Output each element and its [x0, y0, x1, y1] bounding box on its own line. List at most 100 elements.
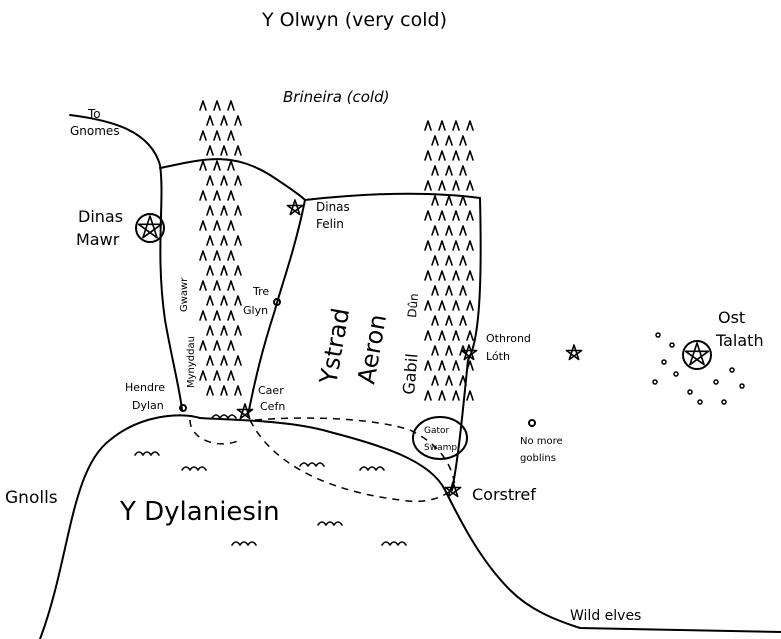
mountain-icon	[220, 145, 228, 156]
mountain-icon	[438, 150, 446, 161]
mountain-icon	[452, 240, 460, 251]
mountain-icon	[227, 370, 235, 381]
mountain-icon	[220, 265, 228, 276]
mountain-icon	[445, 165, 453, 176]
mountain-icon	[431, 255, 439, 266]
sea-waves	[134, 414, 407, 546]
mountain-icon	[220, 325, 228, 336]
label-cefn: Cefn	[260, 400, 285, 413]
mountain-icon	[431, 315, 439, 326]
label-tre-glyn-2: Glyn	[243, 304, 268, 317]
label-y-dylaniesin: Y Dylaniesin	[119, 497, 280, 527]
mountain-icon	[424, 150, 432, 161]
mountain-icon	[466, 270, 474, 281]
pentagram-circle	[682, 340, 712, 370]
label-gwawr: Gwawr	[179, 277, 190, 312]
mountain-icon	[459, 165, 467, 176]
mountain-icon	[431, 135, 439, 146]
wave-icon	[381, 541, 407, 546]
wave-icon	[299, 462, 325, 467]
label-dinas-felin-2: Felin	[316, 217, 344, 231]
label-y-olwyn: Y Olwyn (very cold)	[261, 9, 447, 31]
mountain-icon	[438, 210, 446, 221]
mountain-icon	[206, 175, 214, 186]
mountain-icon	[466, 120, 474, 131]
mountain-icon	[424, 390, 432, 401]
border-north	[159, 158, 481, 201]
mountain-icon	[206, 205, 214, 216]
mountain-icon	[227, 280, 235, 291]
mountain-icon	[459, 315, 467, 326]
mountains-east	[424, 120, 474, 401]
mountain-icon	[424, 180, 432, 191]
mountain-icon	[424, 360, 432, 371]
mountain-icon	[459, 345, 467, 356]
wave-icon	[317, 521, 343, 526]
wave-icon	[134, 451, 160, 456]
mountain-icon	[206, 355, 214, 366]
mountain-icon	[227, 340, 235, 351]
mountain-icon	[452, 150, 460, 161]
pentagram-icon	[137, 215, 163, 239]
mountain-icon	[452, 210, 460, 221]
mountain-icon	[227, 250, 235, 261]
label-tre-glyn: Tre	[252, 285, 269, 298]
star-icon	[236, 403, 254, 420]
mountain-icon	[206, 295, 214, 306]
mountain-icon	[466, 210, 474, 221]
mountain-icon	[199, 340, 207, 351]
coastline	[39, 414, 781, 639]
label-swamp: Swamp	[424, 443, 457, 453]
mountain-icon	[227, 310, 235, 321]
mountain-icon	[206, 235, 214, 246]
mountain-icon	[227, 100, 235, 111]
town-icon	[179, 404, 187, 412]
mountain-icon	[234, 295, 242, 306]
mountain-icon	[431, 345, 439, 356]
pentagram-circle	[135, 213, 165, 243]
wave-icon	[211, 414, 237, 419]
mountain-icon	[199, 370, 207, 381]
mountain-icon	[206, 115, 214, 126]
label-dinas-mawr-2: Mawr	[76, 230, 120, 249]
mountain-icon	[199, 310, 207, 321]
road-south	[189, 419, 453, 502]
star-icon	[444, 481, 462, 498]
mountain-icon	[445, 345, 453, 356]
label-mynyddau: Mynyddau	[186, 336, 197, 388]
label-gnolls: Gnolls	[5, 488, 58, 508]
mountain-icon	[234, 355, 242, 366]
mountain-icon	[424, 210, 432, 221]
mountain-icon	[227, 160, 235, 171]
label-wild-elves: Wild elves	[570, 608, 641, 624]
mountain-icon	[438, 180, 446, 191]
mountain-icon	[227, 190, 235, 201]
mountain-icon	[220, 295, 228, 306]
mountain-icon	[234, 115, 242, 126]
mountain-icon	[220, 235, 228, 246]
label-ost: Ost	[718, 308, 745, 327]
mountain-icon	[424, 300, 432, 311]
label-to-gnomes: To	[87, 107, 101, 121]
border-east	[451, 197, 482, 491]
mountain-icon	[445, 375, 453, 386]
star-icon	[460, 344, 478, 361]
mountain-icon	[445, 225, 453, 236]
mountain-icon	[431, 195, 439, 206]
label-othrond: Othrond	[486, 332, 531, 345]
mountain-icon	[445, 285, 453, 296]
mountain-icon	[234, 205, 242, 216]
mountain-icon	[431, 165, 439, 176]
mountain-icon	[438, 360, 446, 371]
mountain-icon	[466, 360, 474, 371]
mountain-icon	[431, 285, 439, 296]
label-dun: Dûn	[405, 293, 421, 319]
pentagram-icon	[684, 342, 710, 366]
mountain-icon	[206, 325, 214, 336]
label-dinas-felin: Dinas	[316, 200, 350, 214]
mountain-icon	[452, 270, 460, 281]
mountain-icon	[199, 190, 207, 201]
mountain-icon	[445, 135, 453, 146]
mountain-icon	[459, 135, 467, 146]
